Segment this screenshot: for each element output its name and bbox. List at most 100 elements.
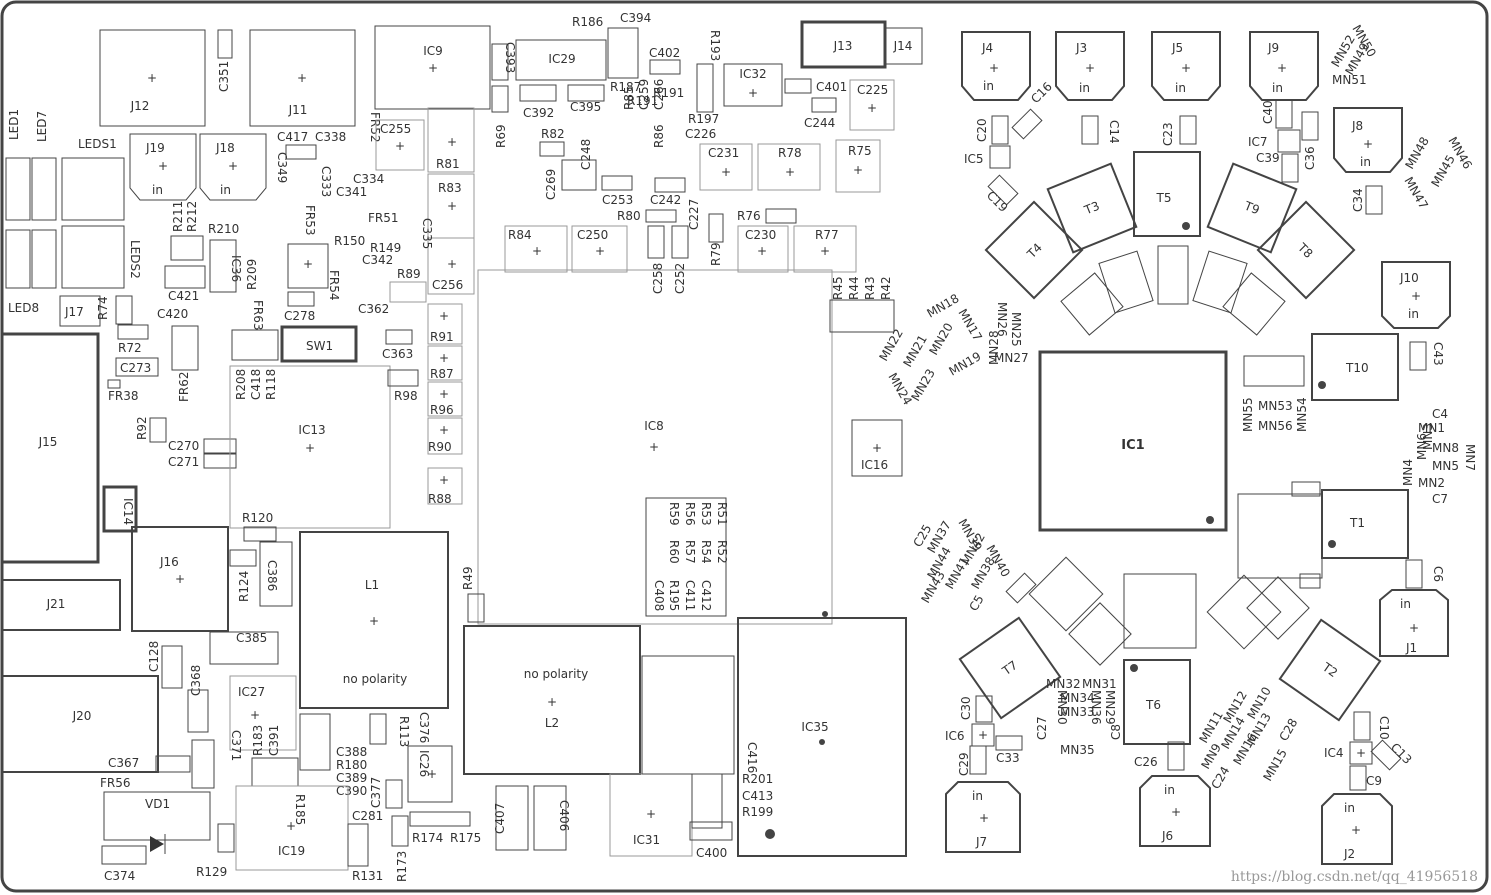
svg-text:R96: R96 bbox=[430, 403, 454, 417]
svg-text:+: + bbox=[286, 819, 296, 833]
svg-text:+: + bbox=[1277, 61, 1287, 75]
svg-text:C377: C377 bbox=[369, 777, 383, 808]
svg-text:IC31: IC31 bbox=[633, 833, 660, 847]
svg-text:R187: R187 bbox=[610, 80, 641, 94]
connector-J16: J16 + bbox=[131, 526, 229, 632]
svg-text:C349: C349 bbox=[275, 152, 289, 183]
svg-text:LEDS1: LEDS1 bbox=[78, 137, 117, 151]
svg-text:+: + bbox=[427, 767, 437, 781]
svg-text:R44: R44 bbox=[847, 276, 861, 300]
svg-text:R124: R124 bbox=[237, 571, 251, 602]
svg-text:C33: C33 bbox=[996, 751, 1020, 765]
svg-text:IC13: IC13 bbox=[298, 423, 325, 437]
svg-text:T6: T6 bbox=[1145, 698, 1161, 712]
svg-text:+: + bbox=[1351, 823, 1361, 837]
svg-text:LED1: LED1 bbox=[7, 109, 21, 140]
svg-text:J9: J9 bbox=[1267, 41, 1279, 55]
svg-text:R212: R212 bbox=[185, 201, 199, 232]
res-R84: R84 + bbox=[504, 225, 568, 273]
svg-text:no polarity: no polarity bbox=[524, 667, 588, 681]
svg-text:R52: R52 bbox=[715, 540, 729, 564]
svg-text:+: + bbox=[439, 387, 449, 401]
svg-text:R75: R75 bbox=[848, 144, 872, 158]
svg-text:+: + bbox=[439, 351, 449, 365]
svg-text:+: + bbox=[646, 807, 656, 821]
svg-text:T9: T9 bbox=[1242, 198, 1262, 217]
svg-text:R197: R197 bbox=[688, 112, 719, 126]
svg-text:+: + bbox=[547, 695, 557, 709]
svg-text:C368: C368 bbox=[189, 665, 203, 696]
svg-text:+: + bbox=[439, 309, 449, 323]
svg-text:J3: J3 bbox=[1075, 41, 1087, 55]
connector-J19: J19 + in bbox=[129, 133, 197, 201]
svg-text:R195: R195 bbox=[667, 580, 681, 611]
svg-text:in: in bbox=[983, 79, 994, 93]
ic-IC27: IC27 + bbox=[229, 675, 297, 751]
svg-text:R43: R43 bbox=[863, 276, 877, 300]
svg-text:+: + bbox=[785, 165, 795, 179]
svg-text:C333: C333 bbox=[319, 166, 333, 197]
svg-text:C36: C36 bbox=[1303, 146, 1317, 170]
svg-text:LED8: LED8 bbox=[8, 301, 39, 315]
transformer-T9: T9 bbox=[1206, 162, 1298, 254]
ic-IC35: IC35 bbox=[737, 617, 907, 857]
svg-text:C341: C341 bbox=[336, 185, 367, 199]
svg-text:in: in bbox=[220, 183, 231, 197]
svg-text:MN47: MN47 bbox=[1401, 175, 1430, 212]
svg-text:J11: J11 bbox=[288, 103, 308, 117]
connector-J4: J4 + in bbox=[961, 31, 1031, 101]
svg-text:C389: C389 bbox=[336, 771, 367, 785]
svg-text:+: + bbox=[853, 163, 863, 177]
svg-text:C421: C421 bbox=[168, 289, 199, 303]
svg-text:J10: J10 bbox=[1399, 271, 1419, 285]
svg-text:R175: R175 bbox=[450, 831, 481, 845]
svg-text:MN3: MN3 bbox=[1421, 423, 1435, 450]
svg-text:R150: R150 bbox=[334, 234, 365, 248]
svg-text:+: + bbox=[1181, 61, 1191, 75]
svg-text:C408: C408 bbox=[652, 580, 666, 611]
svg-text:R69: R69 bbox=[494, 124, 508, 148]
svg-text:C256: C256 bbox=[432, 278, 463, 292]
svg-text:C26: C26 bbox=[1134, 755, 1158, 769]
svg-text:R79: R79 bbox=[709, 242, 723, 266]
svg-text:C266: C266 bbox=[652, 79, 666, 110]
transformer-T5: T5 bbox=[1133, 151, 1201, 237]
svg-text:+: + bbox=[1171, 805, 1181, 819]
svg-text:IC26: IC26 bbox=[417, 750, 431, 777]
svg-text:C39: C39 bbox=[1256, 151, 1280, 165]
svg-text:R76: R76 bbox=[737, 209, 761, 223]
ic-IC29: IC29 bbox=[515, 39, 607, 81]
svg-text:MN51: MN51 bbox=[1332, 73, 1367, 87]
svg-text:MN54: MN54 bbox=[1295, 397, 1309, 432]
svg-text:MN45: MN45 bbox=[1428, 153, 1457, 190]
svg-text:C417: C417 bbox=[277, 130, 308, 144]
svg-text:J17: J17 bbox=[64, 305, 84, 319]
svg-text:MN34: MN34 bbox=[1060, 691, 1095, 705]
cap-C230: C230 + bbox=[737, 225, 789, 273]
svg-text:+: + bbox=[158, 159, 168, 173]
svg-text:C19: C19 bbox=[984, 188, 1011, 215]
svg-text:+: + bbox=[439, 423, 449, 437]
connector-J2: in + J2 bbox=[1321, 793, 1393, 865]
svg-text:+: + bbox=[595, 244, 605, 258]
svg-text:R210: R210 bbox=[208, 222, 239, 236]
svg-text:IC5: IC5 bbox=[964, 152, 984, 166]
svg-text:C271: C271 bbox=[168, 455, 199, 469]
svg-text:R91: R91 bbox=[430, 330, 454, 344]
ic-IC32: IC32 + bbox=[723, 63, 783, 107]
svg-text:FR62: FR62 bbox=[177, 371, 191, 402]
svg-text:SW1: SW1 bbox=[306, 339, 333, 353]
svg-text:R118: R118 bbox=[264, 369, 278, 400]
svg-text:R59: R59 bbox=[667, 502, 681, 526]
inductor-L1: L1 + no polarity bbox=[299, 531, 449, 709]
svg-text:C4: C4 bbox=[1432, 407, 1448, 421]
svg-text:+: + bbox=[532, 244, 542, 258]
svg-text:C406: C406 bbox=[557, 800, 571, 831]
svg-text:MN30: MN30 bbox=[1055, 690, 1069, 725]
svg-text:C390: C390 bbox=[336, 784, 367, 798]
svg-text:T5: T5 bbox=[1156, 191, 1172, 205]
svg-text:C334: C334 bbox=[353, 172, 384, 186]
svg-text:MN43: MN43 bbox=[918, 569, 947, 606]
svg-text:R185: R185 bbox=[293, 794, 307, 825]
